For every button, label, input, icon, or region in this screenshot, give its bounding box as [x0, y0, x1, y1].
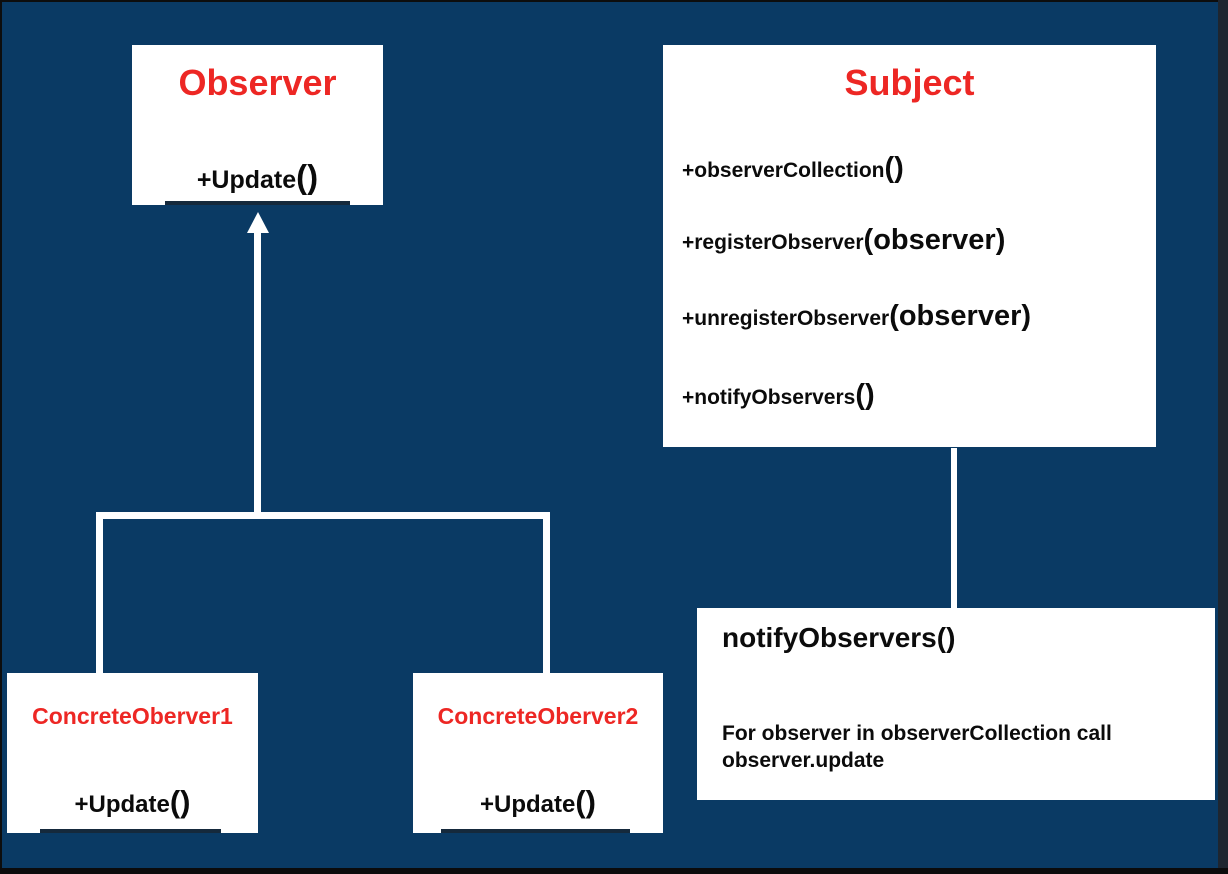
method-subject-observercollection: +observerCollection() — [682, 154, 904, 183]
note-title: notifyObservers() — [722, 622, 956, 653]
method-args: () — [884, 152, 904, 184]
method-name: +observerCollection — [682, 159, 885, 182]
class-title-subject: Subject — [844, 62, 975, 103]
inheritance-line-concrete2 — [543, 512, 550, 673]
method-args: (observer) — [863, 224, 1006, 256]
frame-edge-right — [1218, 0, 1228, 874]
method-args: () — [575, 784, 596, 819]
method-subject-unregisterobserver: +unregisterObserver(observer) — [682, 302, 1031, 331]
class-title-concrete-observer-2: ConcreteOberver2 — [437, 703, 639, 729]
class-box-subject: Subject +observerCollection() +registerO… — [663, 45, 1156, 447]
method-subject-registerobserver: +registerObserver(observer) — [682, 226, 1005, 255]
frame-edge-top — [0, 0, 1228, 2]
frame-edge-bottom — [0, 868, 1228, 874]
inheritance-line-concrete1 — [96, 512, 103, 673]
box-bottom-notch — [165, 201, 350, 205]
method-args: (observer) — [889, 300, 1032, 332]
class-box-concrete-observer-1: ConcreteOberver1 +Update() — [7, 673, 258, 833]
frame-edge-left — [0, 0, 2, 874]
method-concrete1-update: +Update() — [7, 786, 258, 817]
method-name: +Update — [196, 166, 297, 194]
class-box-observer: Observer +Update() — [132, 45, 383, 205]
inheritance-line-horizontal — [96, 512, 550, 519]
class-title-observer: Observer — [178, 62, 337, 103]
method-args: () — [296, 158, 319, 195]
class-box-concrete-observer-2: ConcreteOberver2 +Update() — [413, 673, 663, 833]
note-box-notifyobservers: notifyObservers() For observer in observ… — [697, 608, 1215, 800]
method-observer-update: +Update() — [132, 160, 383, 193]
box-bottom-notch — [40, 829, 221, 833]
method-subject-notifyobservers: +notifyObservers() — [682, 381, 875, 410]
method-concrete2-update: +Update() — [413, 786, 663, 817]
method-name: +notifyObservers — [682, 386, 856, 409]
method-name: +unregisterObserver — [682, 307, 890, 330]
note-body: For observer in observerCollection call … — [722, 722, 1112, 772]
subject-note-connector-line — [951, 448, 957, 608]
method-args: () — [169, 784, 191, 819]
method-name: +Update — [479, 791, 576, 818]
inheritance-line-vertical — [254, 233, 261, 518]
method-args: () — [855, 379, 875, 411]
generalization-arrowhead-icon — [247, 212, 269, 233]
class-title-concrete-observer-1: ConcreteOberver1 — [32, 703, 233, 729]
box-bottom-notch — [441, 829, 630, 833]
method-name: +Update — [74, 791, 170, 818]
method-name: +registerObserver — [682, 231, 864, 254]
